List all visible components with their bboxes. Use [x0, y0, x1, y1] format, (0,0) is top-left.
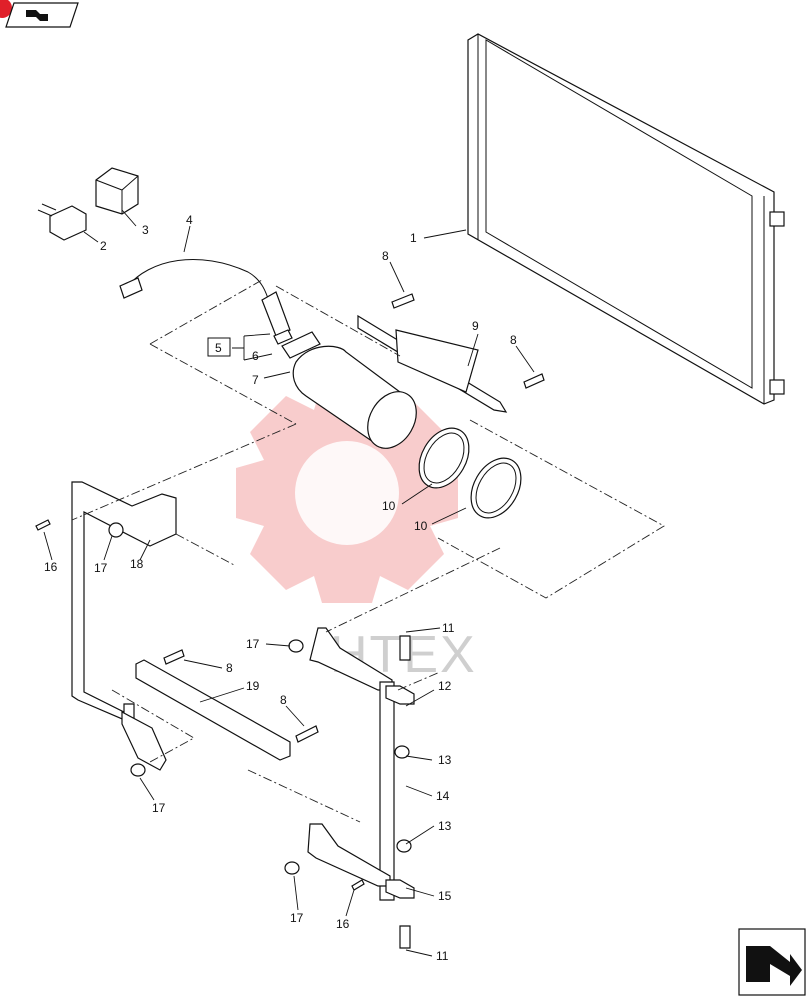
pressure-switch-harness	[119, 259, 291, 337]
callout-19: 19	[246, 679, 260, 693]
callout-4: 4	[186, 213, 193, 227]
callout-3: 3	[142, 223, 149, 237]
callout-18: 18	[130, 557, 144, 571]
callout-box-5	[207, 337, 231, 357]
crossbar	[135, 659, 291, 761]
callout-1: 1	[410, 231, 417, 245]
callout-7: 7	[252, 373, 259, 387]
next-page-arrow-icon[interactable]	[738, 928, 806, 996]
callout-13-a: 13	[438, 753, 452, 767]
callout-5: 5	[215, 341, 222, 355]
callout-8-top: 8	[382, 249, 389, 263]
assembly-lines	[71, 279, 665, 823]
callout-6: 6	[252, 349, 259, 363]
callout-12: 12	[438, 679, 452, 693]
side-frame	[71, 481, 177, 771]
callout-8-right: 8	[510, 333, 517, 347]
screws	[35, 519, 365, 891]
support-uprights	[307, 627, 415, 949]
callout-13-b: 13	[438, 819, 452, 833]
callout-2: 2	[100, 239, 107, 253]
fitting	[273, 329, 321, 359]
callout-14: 14	[436, 789, 450, 803]
callout-10-b: 10	[414, 519, 428, 533]
callout-17-lower-left: 17	[152, 801, 166, 815]
callout-17-bottom: 17	[290, 911, 304, 925]
hose-clamps	[418, 427, 522, 519]
callout-16-left: 16	[44, 560, 58, 574]
callout-11-top: 11	[442, 621, 455, 635]
callout-10-a: 10	[382, 499, 396, 513]
receiver-drier	[292, 345, 417, 449]
page-arrow-icon[interactable]	[0, 0, 79, 28]
callout-15: 15	[438, 889, 452, 903]
drier-bracket	[357, 314, 508, 413]
callout-9: 9	[472, 319, 479, 333]
callout-8-crossbar: 8	[226, 661, 233, 675]
callout-17-mid: 17	[246, 637, 260, 651]
callout-leaders	[43, 209, 535, 957]
callout-8-lower: 8	[280, 693, 287, 707]
connector-plug	[37, 203, 87, 241]
callout-16-bottom: 16	[336, 917, 350, 931]
callout-11-bottom: 11	[436, 949, 449, 963]
radiator	[467, 33, 785, 405]
relay	[95, 167, 139, 215]
callout-17-left: 17	[94, 561, 108, 575]
bolts	[163, 293, 545, 743]
